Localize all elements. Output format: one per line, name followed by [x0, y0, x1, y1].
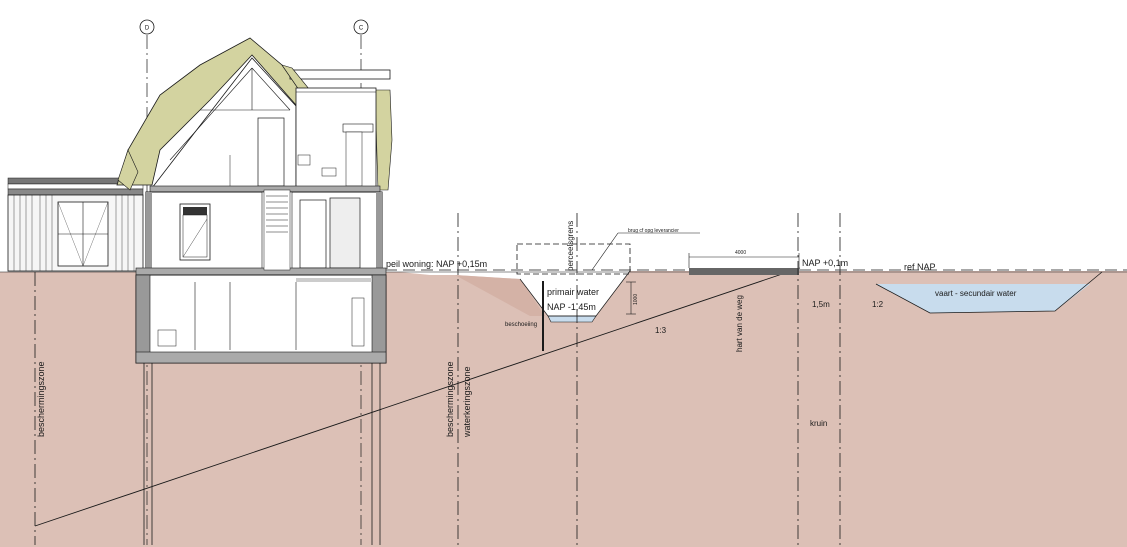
primary-water	[547, 315, 597, 323]
beschoeiing-label: beschoeiing	[505, 322, 537, 328]
primair-water-label: primair water	[547, 287, 599, 297]
dim-1-5m-label: 1,5m	[812, 300, 830, 309]
roof-trusses	[169, 67, 291, 161]
grid-marker-d: D	[145, 26, 150, 32]
grid-marker-c: C	[359, 26, 364, 32]
bridge-box	[516, 243, 631, 275]
dim-1000-label: 1000	[633, 294, 639, 305]
beschermingszone-mid-label: beschermingszone	[445, 361, 455, 437]
vaart-outline	[875, 271, 1103, 314]
nap-road-label: NAP +0,1m	[802, 258, 848, 268]
soil-bank	[455, 275, 545, 316]
brug-label: brug cf opg leverancier	[628, 228, 679, 234]
peil-woning-label: peil woning: NAP +0,15m	[386, 259, 487, 269]
shed	[7, 177, 144, 272]
vaart-label: vaart - secundair water	[935, 289, 1017, 298]
slope-line	[34, 267, 801, 527]
grid-marker-c-circle	[353, 19, 369, 35]
beschermingszone-left-label: beschermingszone	[36, 361, 46, 437]
waterkeringszone-label: waterkeringszone	[462, 366, 472, 438]
kruin-label: kruin	[810, 419, 827, 428]
secondary-water	[876, 284, 1090, 313]
foundation-piles	[143, 362, 381, 545]
basement	[135, 274, 387, 364]
ref-nap-label: ref NAP	[904, 262, 936, 272]
road-surface	[689, 268, 799, 275]
dim-4000-label: 4000	[735, 250, 746, 256]
attic-floor	[229, 87, 377, 189]
nap-primair-label: NAP -1,45m	[547, 302, 596, 312]
hart-van-de-weg-label: hart van de weg	[735, 295, 744, 352]
grid-marker-d-circle	[139, 19, 155, 35]
ground-slab	[135, 267, 387, 276]
primary-bank-outline	[519, 270, 631, 317]
slope-1-2-label: 1:2	[872, 300, 884, 309]
slope-1-3-label: 1:3	[655, 326, 667, 335]
bridge-leader	[591, 232, 619, 271]
perceelsgrens-label: perceelsgrens	[566, 221, 575, 271]
